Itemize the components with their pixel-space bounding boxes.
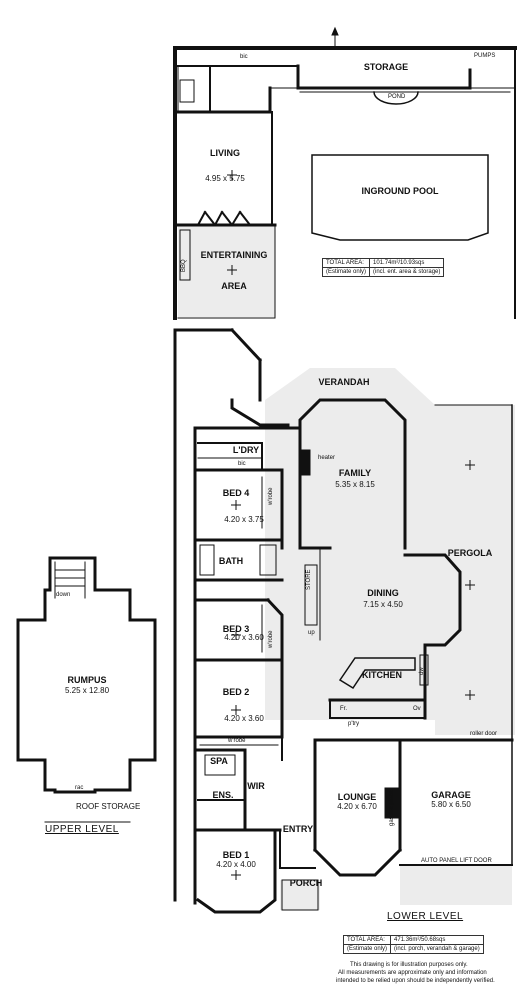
store-label: STORE xyxy=(306,569,312,590)
wrobe2-label: w'robe xyxy=(228,738,246,744)
disclaimer-line2: All measurements are approximate only an… xyxy=(338,970,487,976)
rac-label: rac xyxy=(75,785,84,791)
area-top-label2: (Estimate only) xyxy=(321,267,371,277)
paving-areas xyxy=(178,225,515,910)
area-top-label1: TOTAL AREA: xyxy=(321,258,371,268)
total-area-bottom-table: TOTAL AREA:471.36m²/50.68sqs (Estimate o… xyxy=(342,935,484,954)
area-top-value2: (incl. ent. area & storage) xyxy=(369,267,445,277)
bic-top-label: bic xyxy=(240,54,248,60)
disclaimer-line3: intended to be relied upon should be ind… xyxy=(336,978,495,984)
roller-door-label: roller door xyxy=(470,731,498,737)
area-top-value1: 101.74m²/10.93sqs xyxy=(369,258,445,268)
heater-label: heater xyxy=(318,455,336,461)
garage-label: GARAGE xyxy=(431,790,471,800)
bic-ldry-label: bic xyxy=(238,461,246,467)
rumpus-dim: 5.25 x 12.80 xyxy=(64,686,110,695)
lower-floor-walls xyxy=(173,327,514,914)
pergola-label: PERGOLA xyxy=(447,548,493,558)
family-label: FAMILY xyxy=(338,468,372,478)
rumpus-label: RUMPUS xyxy=(67,675,107,685)
family-dim: 5.35 x 8.15 xyxy=(335,480,375,489)
wrobe3-label: w'robe xyxy=(268,630,274,649)
upper-level-walls xyxy=(16,556,157,823)
entertaining-area-label: AREA xyxy=(221,281,247,291)
ptry-label: p'try xyxy=(348,721,360,727)
auto-door-label: AUTO PANEL LIFT DOOR xyxy=(421,858,492,864)
ov-label: Ov xyxy=(413,706,421,712)
area-bottom-value1: 471.36m²/50.68sqs xyxy=(390,935,484,945)
area-bottom-label2: (Estimate only) xyxy=(342,944,392,954)
spa-label: SPA xyxy=(210,756,228,766)
living-dim: 4.95 x 5.75 xyxy=(205,174,245,183)
garage-dim: 5.80 x 6.50 xyxy=(431,800,471,809)
disclaimer-line1: This drawing is for illustration purpose… xyxy=(350,962,468,968)
lounge-label: LOUNGE xyxy=(337,792,377,802)
up-label: up xyxy=(308,630,315,636)
lower-level-title: LOWER LEVEL xyxy=(387,911,464,922)
pool-label: INGROUND POOL xyxy=(361,186,439,196)
roof-storage-label: ROOF STORAGE xyxy=(76,802,141,811)
storage-label: STORAGE xyxy=(363,62,409,72)
area-bottom-label1: TOTAL AREA: xyxy=(342,935,392,945)
wir-label: WIR xyxy=(247,781,265,791)
fr-label: Fr. xyxy=(340,706,347,712)
dining-dim: 7.15 x 4.50 xyxy=(363,600,403,609)
ens-label: ENS. xyxy=(212,790,234,800)
total-area-top-table: TOTAL AREA:101.74m²/10.93sqs (Estimate o… xyxy=(321,258,445,277)
entry-label: ENTRY xyxy=(282,824,314,834)
wrobe4-label: w'robe xyxy=(268,487,274,506)
bed4-label: BED 4 xyxy=(222,488,250,498)
entertaining-label: ENTERTAINING xyxy=(200,250,268,260)
dw-label: dw xyxy=(419,667,425,675)
living-label: LIVING xyxy=(209,148,241,158)
dining-label: DINING xyxy=(367,588,399,598)
bed3-dim: 4.20 x 3.60 xyxy=(224,633,264,642)
lounge-dim: 4.20 x 6.70 xyxy=(337,802,377,811)
verandah-label: VERANDAH xyxy=(318,377,370,387)
top-building-walls xyxy=(173,26,517,320)
bed2-label: BED 2 xyxy=(222,687,250,697)
ldry-label: L'DRY xyxy=(232,445,260,455)
pumps-label: PUMPS xyxy=(474,53,496,59)
area-bottom-value2: (incl. porch, verandah & garage) xyxy=(390,944,484,954)
bed1-label: BED 1 xyxy=(222,850,250,860)
bed4-dim: 4.20 x 3.75 xyxy=(224,515,264,524)
porch-label: PORCH xyxy=(289,878,323,888)
ceiling-fan-icon xyxy=(227,170,475,880)
pond-label: POND xyxy=(388,94,406,100)
bed2-dim: 4.20 x 3.60 xyxy=(224,714,264,723)
kitchen-label: KITCHEN xyxy=(362,670,402,680)
bbq-label: BBQ xyxy=(181,259,187,272)
bath-label: BATH xyxy=(218,556,244,566)
bed1-dim: 4.20 x 4.00 xyxy=(216,860,256,869)
bed3-label: BED 3 xyxy=(222,624,250,634)
down-label: down xyxy=(56,592,71,598)
upper-level-title: UPPER LEVEL xyxy=(45,824,119,835)
gas-fire-place-label: gas fire place xyxy=(389,790,395,826)
